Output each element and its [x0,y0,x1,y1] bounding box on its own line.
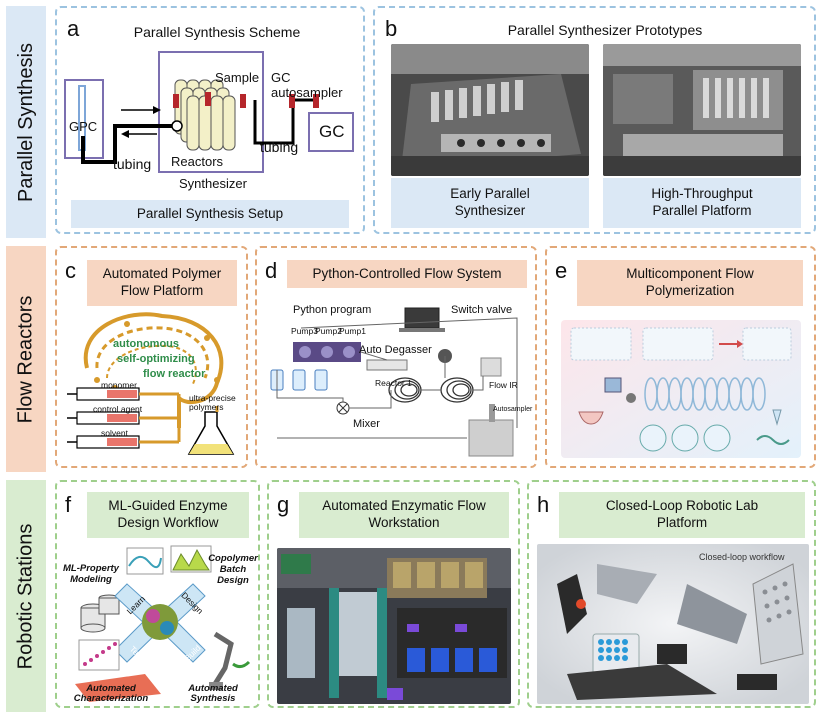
multicomponent-flow-illustration [561,320,801,458]
label-gpc: GPC [69,119,98,134]
label-reactor-1: Reactor 1 [375,378,412,388]
section-band-parallel: Parallel Synthesis [6,6,46,238]
label-pump3: Pump3 [291,326,318,336]
pumps [293,342,361,362]
panel-h: h Closed-Loop Robotic Lab Platform [527,480,816,708]
panel-b-letter: b [385,16,398,41]
label-sample: Sample [215,70,260,85]
panel-f-letter: f [65,492,72,517]
syringe-label-monomer: monomer [101,380,137,390]
label-autosampler: Autosampler [493,406,533,413]
enzymatic-workstation-photo [277,548,511,704]
high-throughput-platform-photo [603,44,801,176]
label-ml-property-modeling: ML-Property Modeling [63,563,119,585]
panel-d-title: Python-Controlled Flow System [287,260,527,288]
section-band-robotic: Robotic Stations [6,480,46,712]
tubing-mid [253,100,295,145]
panel-f-title: ML-Guided Enzyme Design Workflow [87,492,249,538]
section-band-flow: Flow Reactors [6,246,46,472]
syringe-label-solvent: solvent [101,428,128,438]
label-tubing-left: tubing [113,156,152,172]
label-python-program: Python program [293,304,372,316]
panel-c-letter: c [65,258,76,283]
label-automated-synthesis: Automated Synthesis [188,683,238,705]
flow-system-diagram [270,307,518,457]
label-gc-autosampler: GC autosampler [271,70,343,100]
word-self-optimizing: self-optimizing [117,353,195,365]
panel-g-letter: g [277,492,290,517]
robotic-lab-photo [537,544,809,704]
label-switch-valve: Switch valve [451,304,513,316]
panel-e-letter: e [555,258,568,283]
panel-g: g Automated Enzymatic Flow Workstation [267,480,520,708]
red-needles [173,92,319,108]
section-label-robotic: Robotic Stations [14,523,37,669]
word-autonomous: autonomous [113,338,179,350]
panel-h-letter: h [537,492,550,517]
panel-a-letter: a [67,16,80,41]
flask-label: ultra-precise polymers [189,393,236,413]
label-flow-ir: Flow IR [489,380,518,390]
panel-h-title: Closed-Loop Robotic Lab Platform [559,492,805,538]
label-synthesizer: Synthesizer [179,176,247,191]
section-label-flow: Flow Reactors [14,295,37,423]
label-automated-characterization: Automated Characterization [73,683,149,705]
panel-a: a Parallel Synthesis Scheme [55,6,365,234]
panel-b-left-caption: Early Parallel Synthesizer [391,178,589,228]
panel-d: d Python-Controlled Flow System [255,246,537,468]
panel-b: b Parallel Synthesizer Prototypes [373,6,816,234]
panel-a-title: Parallel Synthesis Scheme [133,24,301,40]
label-pump2: Pump2 [315,326,342,336]
ml-workflow-diagram [75,545,251,702]
panel-c: c Automated Polymer Flow Platform [55,246,248,468]
section-label-parallel: Parallel Synthesis [14,42,37,202]
brain-circuit-illustration [67,312,235,455]
panel-e: e Multicomponent Flow Polymerization [545,246,816,468]
label-tubing-right: tubing [260,139,299,155]
panel-c-title: Automated Polymer Flow Platform [87,260,237,306]
label-mixer: Mixer [353,418,380,430]
tubing-left [81,124,177,164]
tubing-right [293,98,317,103]
label-copolymer-batch-design: Copolymer Batch Design [208,553,258,586]
early-synthesizer-photo [391,44,589,176]
photo-label-closed-loop: Closed-loop workflow [699,552,785,562]
panel-a-caption: Parallel Synthesis Setup [71,200,349,228]
panel-b-right-caption: High-Throughput Parallel Platform [603,178,801,228]
word-flow-reactor: flow reactor [143,368,206,380]
panel-b-title: Parallel Synthesizer Prototypes [507,22,703,38]
label-gc: GC [319,122,345,141]
label-pump1: Pump1 [339,326,366,336]
panel-f: f ML-Guided Enzyme Design Workflow [55,480,260,708]
panel-e-title: Multicomponent Flow Polymerization [577,260,803,306]
label-reactors: Reactors [171,154,224,169]
syringes [67,387,181,449]
panel-g-title: Automated Enzymatic Flow Workstation [299,492,509,538]
reactor-vials [174,79,236,151]
parallel-synthesis-scheme [64,51,354,173]
label-auto-degasser: Auto Degasser [359,344,432,356]
synthesizer-box [158,51,264,173]
gc-box [308,112,354,152]
panel-d-letter: d [265,258,278,283]
syringe-label-control-agent: control agent [93,404,143,414]
